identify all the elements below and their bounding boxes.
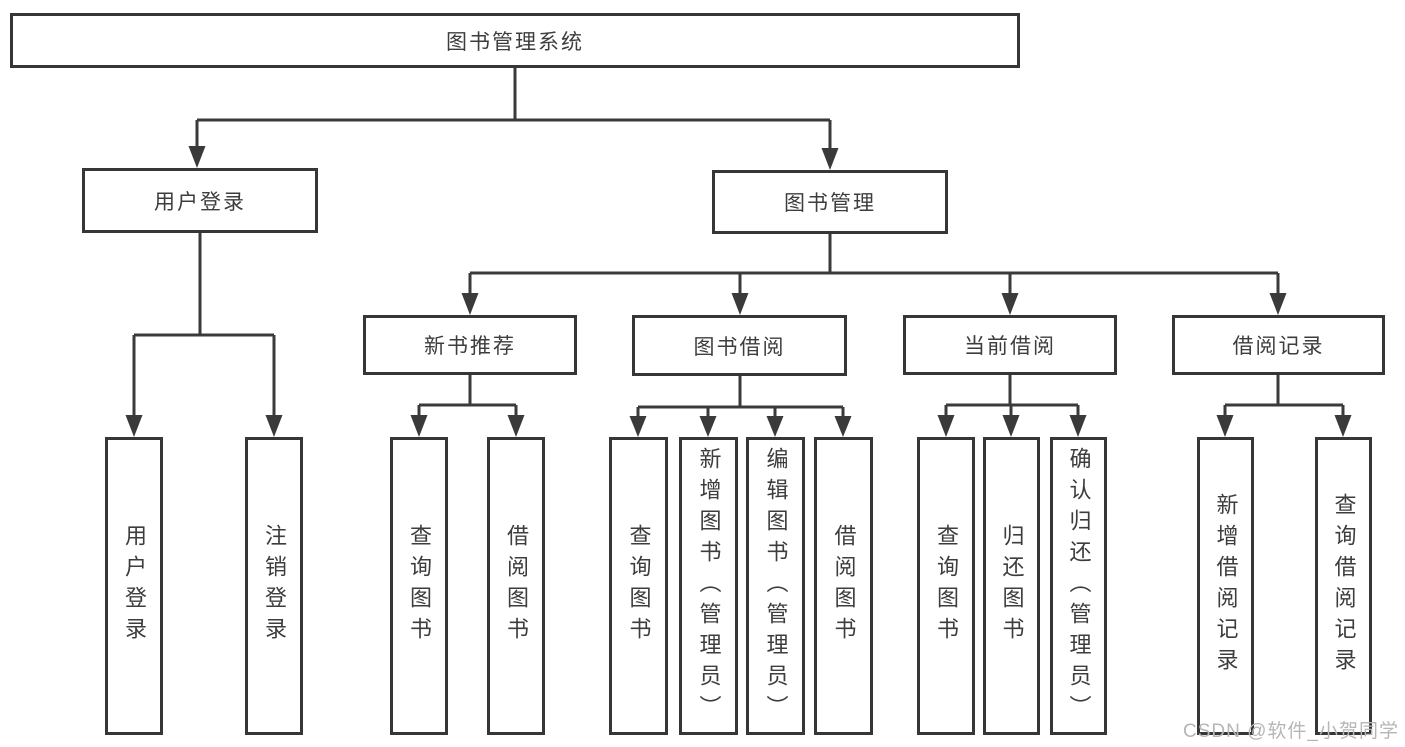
leaf-edit-book-admin: 编辑图书（管理员） bbox=[746, 437, 805, 735]
leaf-borrow-books-1-label: 借阅图书 bbox=[504, 524, 529, 648]
connector-arrow bbox=[1002, 415, 1020, 437]
leaf-return-books: 归还图书 bbox=[983, 437, 1040, 735]
node-book-borrow: 图书借阅 bbox=[632, 315, 847, 376]
leaf-edit-book-admin-label: 编辑图书（管理员） bbox=[763, 446, 789, 726]
leaf-confirm-return-admin-label: 确认归还（管理员） bbox=[1066, 446, 1092, 726]
node-root-label: 图书管理系统 bbox=[446, 30, 584, 54]
connector-arrow bbox=[629, 416, 647, 437]
connector-arrow bbox=[731, 293, 749, 315]
leaf-query-books-2-label: 查询图书 bbox=[626, 524, 652, 648]
node-book-management: 图书管理 bbox=[712, 170, 948, 234]
leaf-query-books-1-label: 查询图书 bbox=[407, 524, 432, 648]
connector-arrow bbox=[125, 415, 143, 437]
leaf-logout-label: 注销登录 bbox=[262, 524, 287, 648]
leaf-user-login-label: 用户登录 bbox=[122, 524, 147, 648]
node-new-book-recommend: 新书推荐 bbox=[363, 315, 577, 375]
node-borrow-records-label: 借阅记录 bbox=[1232, 335, 1325, 358]
node-user-login: 用户登录 bbox=[82, 168, 318, 233]
connector-arrow bbox=[188, 146, 206, 168]
leaf-query-books-2: 查询图书 bbox=[609, 437, 668, 735]
leaf-borrow-books-2-label: 借阅图书 bbox=[831, 524, 857, 648]
leaf-user-login: 用户登录 bbox=[105, 437, 163, 735]
node-current-borrow-label: 当前借阅 bbox=[964, 335, 1056, 358]
node-root: 图书管理系统 bbox=[10, 13, 1020, 68]
connector-arrow bbox=[821, 148, 839, 170]
leaf-query-borrow-record-label: 查询借阅记录 bbox=[1331, 493, 1357, 679]
node-current-borrow: 当前借阅 bbox=[903, 315, 1117, 375]
connector-arrow bbox=[1216, 415, 1234, 437]
connector-arrow bbox=[834, 416, 852, 437]
leaf-query-borrow-record: 查询借阅记录 bbox=[1315, 437, 1372, 735]
leaf-add-book-admin-label: 新增图书（管理员） bbox=[696, 446, 722, 726]
connector-arrow bbox=[1001, 293, 1019, 315]
connector-arrow bbox=[1069, 415, 1087, 437]
leaf-return-books-label: 归还图书 bbox=[999, 524, 1025, 648]
node-new-book-recommend-label: 新书推荐 bbox=[424, 335, 516, 358]
connector-path bbox=[132, 68, 1345, 417]
leaf-confirm-return-admin: 确认归还（管理员） bbox=[1050, 437, 1107, 735]
node-book-borrow-label: 图书借阅 bbox=[693, 335, 786, 359]
node-book-management-label: 图书管理 bbox=[784, 192, 876, 215]
leaf-query-books-3-label: 查询图书 bbox=[934, 524, 959, 648]
connector-arrow bbox=[1269, 293, 1287, 315]
connector-arrowheads bbox=[125, 146, 1352, 437]
leaf-add-borrow-record: 新增借阅记录 bbox=[1197, 437, 1254, 735]
node-borrow-records: 借阅记录 bbox=[1172, 315, 1385, 375]
connector-arrow bbox=[766, 416, 784, 437]
node-user-login-label: 用户登录 bbox=[154, 190, 246, 214]
connector-arrow bbox=[461, 293, 479, 315]
leaf-query-books-3: 查询图书 bbox=[917, 437, 975, 735]
watermark: CSDN @软件_小贺同学 bbox=[1183, 721, 1399, 742]
leaf-logout: 注销登录 bbox=[245, 437, 303, 735]
leaf-add-borrow-record-label: 新增借阅记录 bbox=[1213, 493, 1239, 679]
leaf-query-books-1: 查询图书 bbox=[390, 437, 448, 735]
connector-arrow bbox=[507, 415, 525, 437]
connector-arrow bbox=[937, 415, 955, 437]
connector-arrow bbox=[699, 416, 717, 437]
leaf-borrow-books-1: 借阅图书 bbox=[487, 437, 545, 735]
leaf-add-book-admin: 新增图书（管理员） bbox=[679, 437, 738, 735]
connector-arrow bbox=[265, 415, 283, 437]
connector-arrow bbox=[1334, 415, 1352, 437]
leaf-borrow-books-2: 借阅图书 bbox=[814, 437, 873, 735]
connector-arrow bbox=[410, 415, 428, 437]
